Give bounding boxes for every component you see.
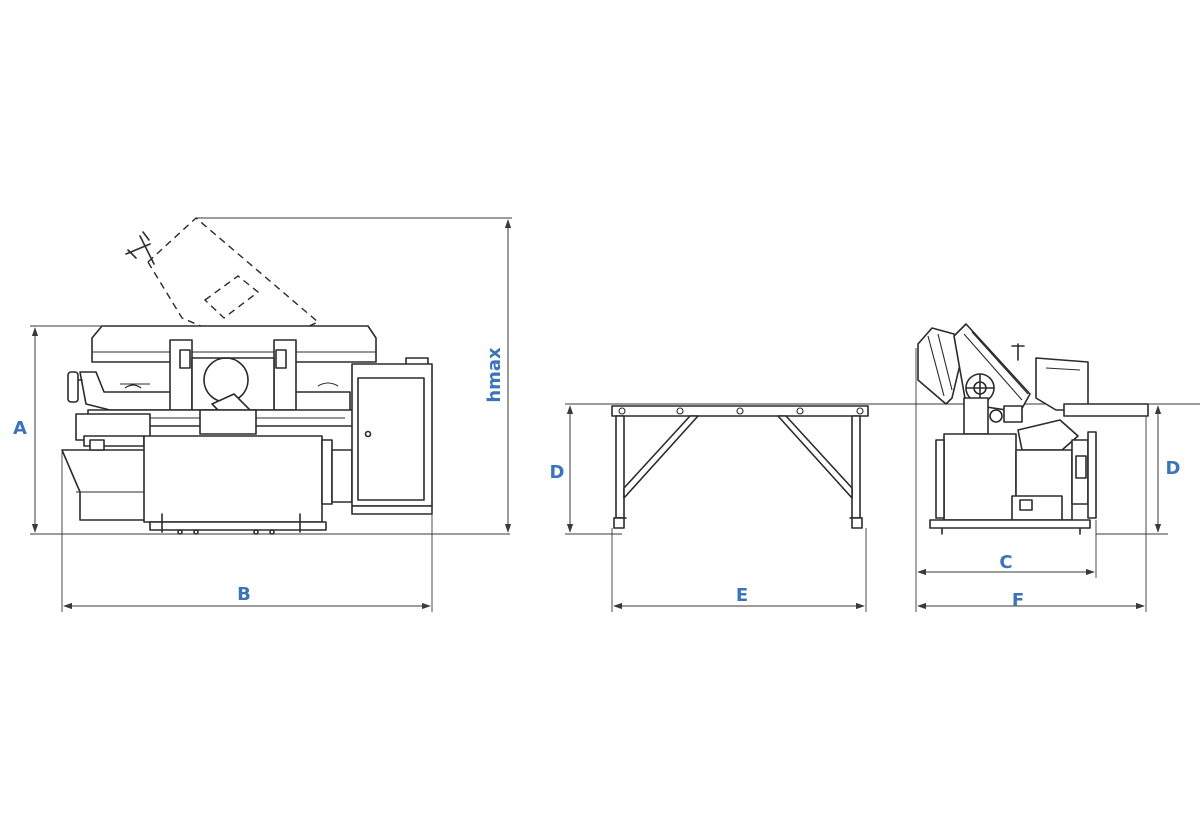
- chip-tray: [61, 449, 147, 521]
- label-E: E: [736, 585, 748, 606]
- roller-table: [611, 405, 869, 529]
- label-hmax: hmax: [484, 347, 505, 403]
- dimension-A: A: [13, 325, 510, 535]
- label-A: A: [13, 418, 27, 439]
- dimension-F: F: [917, 416, 1147, 612]
- bow-housing: [91, 325, 377, 363]
- label-B: B: [237, 584, 251, 605]
- dimension-E: E: [611, 528, 867, 612]
- left-arm: [79, 371, 179, 411]
- label-D-side: D: [1166, 458, 1181, 479]
- inclined-bow: [953, 323, 1031, 413]
- dimension-hmax: hmax: [196, 217, 512, 533]
- control-cabinet: [351, 357, 433, 515]
- raised-handwheel-icon: [125, 231, 155, 265]
- dimension-C: C: [915, 348, 1097, 612]
- label-D-table: D: [550, 462, 565, 483]
- front-view-machine: [61, 217, 433, 535]
- main-base: [143, 435, 323, 523]
- side-base: [943, 433, 1017, 521]
- dimension-D-side: D: [1096, 405, 1181, 535]
- label-F: F: [1012, 590, 1024, 611]
- side-view-machine: [917, 323, 1149, 535]
- dimension-B: B: [61, 452, 433, 612]
- label-C: C: [999, 552, 1012, 573]
- raised-bow-outline: [147, 217, 320, 345]
